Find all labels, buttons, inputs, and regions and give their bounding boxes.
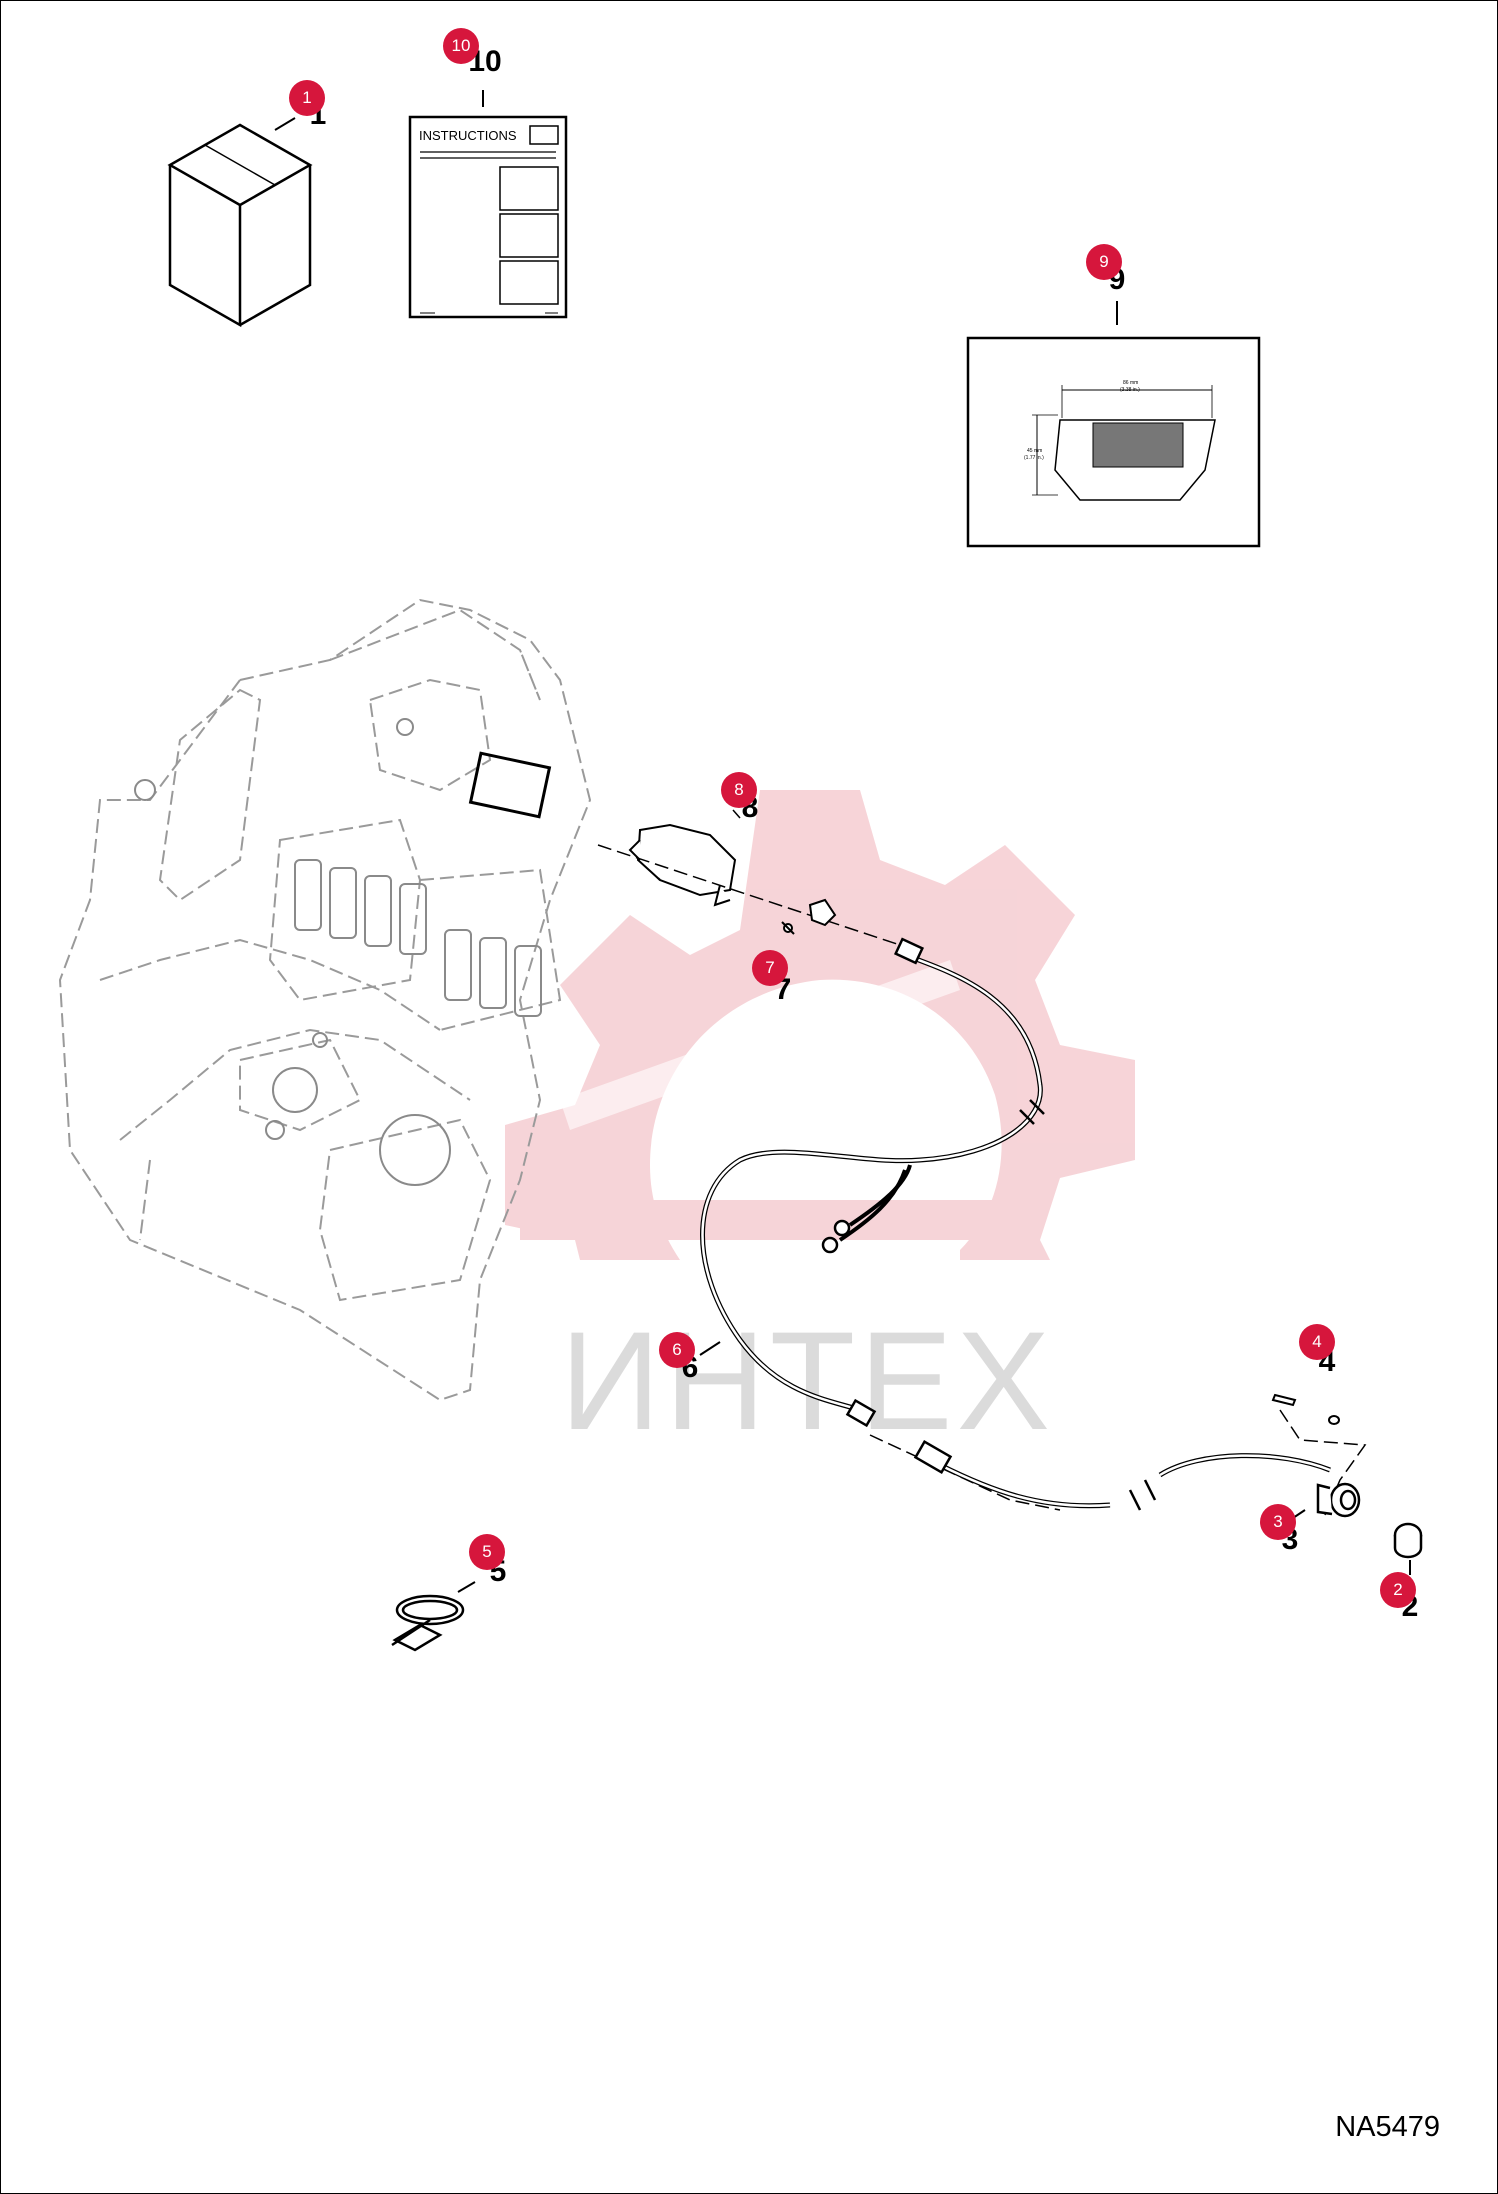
socket-cap-icon (1393, 1522, 1423, 1559)
harness-breaks (1019, 1099, 1157, 1511)
decal-panel (966, 301, 1261, 548)
callout-2[interactable]: 2 (1380, 1572, 1416, 1608)
leader-lines (699, 1341, 1411, 1575)
machine-panel-details (134, 718, 552, 1186)
decal-width-dim-in: (3.38 in.) (1120, 387, 1140, 393)
watermark-text: ИНТЕХ (560, 1302, 1055, 1459)
machine-panel-outline (58, 598, 592, 1402)
callout-3[interactable]: 3 (1260, 1504, 1296, 1540)
connector-icon (845, 937, 953, 1475)
part-box-icon (167, 117, 313, 328)
instruction-sheet-icon (408, 90, 568, 319)
decal-width-dim: 86 mm (1123, 380, 1139, 386)
screw-washer-icon (1271, 1393, 1340, 1425)
decal-height-dim: 45 mm (1027, 448, 1043, 454)
watermark-gear-icon (505, 790, 1135, 1260)
cable-tie-icon (391, 1581, 476, 1652)
drawing-id: NA5479 (1335, 2111, 1440, 2143)
callout-1[interactable]: 1 (289, 80, 325, 116)
callout-9[interactable]: 9 (1086, 244, 1122, 280)
callout-10[interactable]: 10 (443, 28, 479, 64)
decal-height-dim-in: (1.77 in.) (1024, 455, 1044, 461)
power-socket-icon (1316, 1482, 1361, 1518)
callout-6[interactable]: 6 (659, 1332, 695, 1368)
callout-4[interactable]: 4 (1299, 1324, 1335, 1360)
callout-5[interactable]: 5 (469, 1534, 505, 1570)
screw-and-nut-icon (781, 898, 837, 935)
bracket-icon (628, 809, 741, 907)
wire-harness (700, 952, 1331, 1509)
callout-7[interactable]: 7 (752, 950, 788, 986)
ring-terminal-icon (821, 1219, 851, 1254)
instruction-sheet-title: INSTRUCTIONS (419, 128, 517, 143)
callout-8[interactable]: 8 (721, 772, 757, 808)
